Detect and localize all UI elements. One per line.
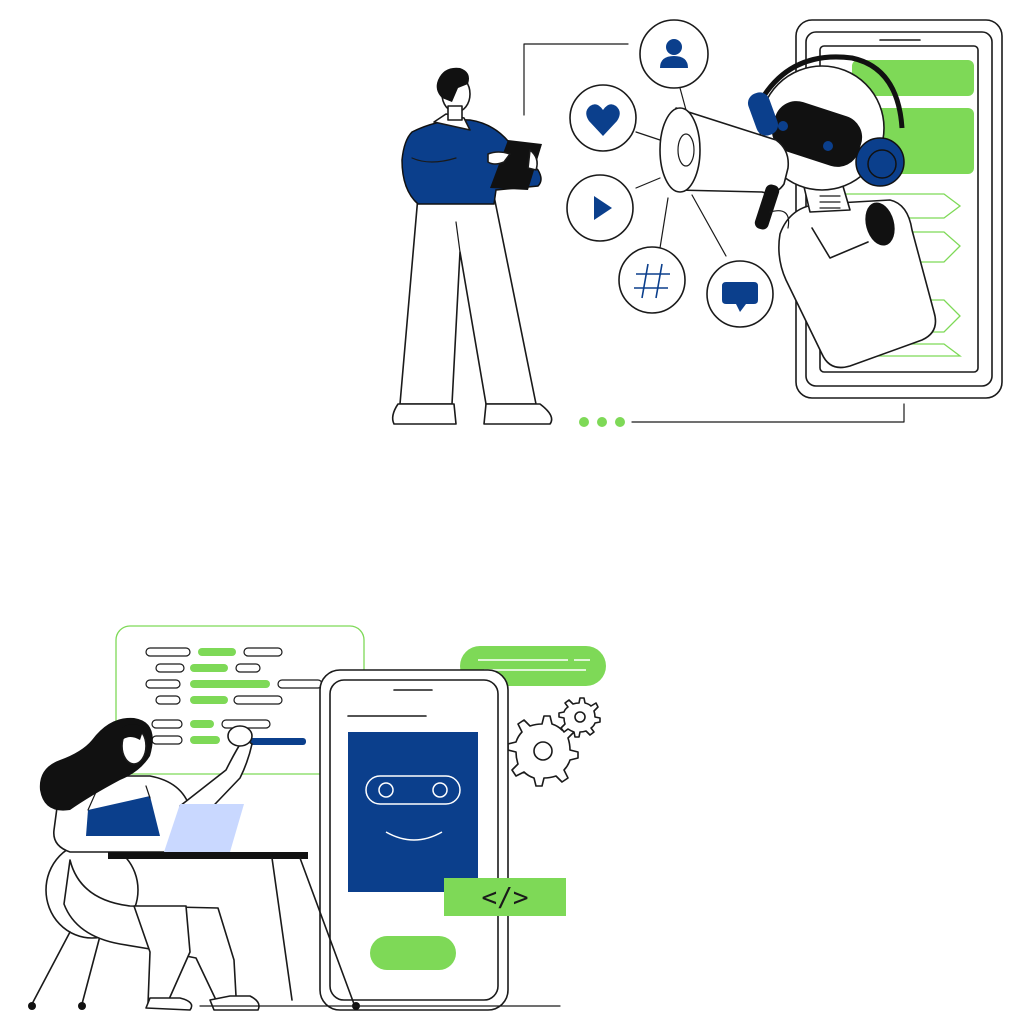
man-character xyxy=(391,67,553,425)
bottom-scene: </> xyxy=(28,625,606,1011)
top-scene xyxy=(391,19,1003,427)
phone-screen-robot xyxy=(348,732,478,892)
robot-character xyxy=(747,54,937,369)
chat-bubble-green-1 xyxy=(852,60,974,96)
woman-character xyxy=(28,717,561,1011)
headphone-earcup-left xyxy=(747,92,779,136)
connector-lines xyxy=(523,43,905,423)
hashtag-icon xyxy=(618,246,686,314)
code-badge: </> xyxy=(444,878,566,916)
social-icons xyxy=(566,19,774,328)
robot-visor xyxy=(771,101,863,167)
pagination-dot xyxy=(597,417,607,427)
code-lines xyxy=(145,647,323,745)
megaphone-icon xyxy=(659,107,790,230)
pagination-dots xyxy=(579,417,625,427)
gear-icon-small xyxy=(558,697,601,738)
robot-phone xyxy=(319,669,509,1011)
code-board xyxy=(115,625,365,775)
user-icon xyxy=(639,19,709,89)
code-badge-label: </> xyxy=(482,883,529,913)
phone-action-button xyxy=(370,936,456,970)
desk-top xyxy=(108,852,308,859)
chat-icon xyxy=(706,260,774,328)
headphone-earcup-right xyxy=(855,137,905,187)
headphone-band xyxy=(757,54,905,129)
play-icon xyxy=(566,174,634,242)
pagination-dot xyxy=(579,417,589,427)
robot-shoulder-dot xyxy=(865,202,895,246)
heart-icon xyxy=(569,84,637,152)
pagination-dot xyxy=(615,417,625,427)
gear-icon-large xyxy=(507,715,579,787)
